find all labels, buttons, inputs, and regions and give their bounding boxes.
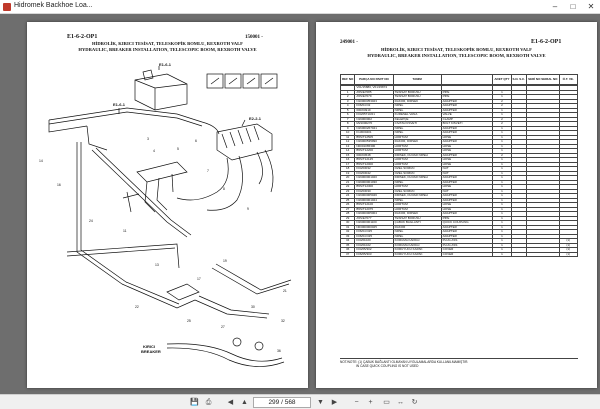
svg-text:27: 27 <box>221 325 225 329</box>
svg-text:16: 16 <box>57 183 61 187</box>
page-title-en: HYDRAULIC, BREAKER INSTALLATION, TELESCO… <box>78 47 257 52</box>
table-cell <box>526 251 560 257</box>
prev-page-icon[interactable]: ◀ <box>227 399 234 406</box>
svg-text:4: 4 <box>153 149 155 153</box>
last-page-icon[interactable]: ▶ <box>331 399 338 406</box>
table-cell: KORUYUCU KAPAK <box>392 251 442 257</box>
page-code: E1-6-2-OP1 <box>531 39 562 45</box>
svg-text:19: 19 <box>223 259 227 263</box>
page-ref: 150001 - <box>245 35 263 40</box>
hydraulic-diagram: 14 16 24 3 4 5 6 7 8 9 11 13 17 19 21 22 25 27 30 32 3… <box>39 66 292 367</box>
table-cell: F06/05/303 <box>354 251 394 257</box>
page-title-tr: HİDROLİK, KIRICI TESİSAT, TELESKOPİK BOM… <box>381 47 532 52</box>
ref-label-e221: E2-2-1 <box>249 116 262 121</box>
ref-label-e161-left: E1-6-1 <box>113 102 126 107</box>
svg-text:17: 17 <box>197 277 201 281</box>
table-header-row: REF NO PARÇA NO PART NO TANIM ADET QTY S… <box>339 74 579 85</box>
table-cell <box>558 84 579 86</box>
col-header: Ö.T. VE. <box>558 74 579 85</box>
svg-text:7: 7 <box>207 169 209 173</box>
pdf-app-icon <box>3 3 11 11</box>
ref-label-e161-top: E1-6-1 <box>159 62 172 67</box>
table-cell: 37 <box>339 251 356 257</box>
page-ref: 249001 - <box>340 40 358 45</box>
svg-text:11: 11 <box>123 229 127 233</box>
col-header: SERİ NO SERIAL NO <box>526 74 560 85</box>
svg-text:5: 5 <box>177 147 179 151</box>
fit-width-icon[interactable]: ↔ <box>397 399 404 406</box>
parts-table: REF NO PARÇA NO PART NO TANIM ADET QTY S… <box>339 74 579 257</box>
svg-text:14: 14 <box>39 159 43 163</box>
zoom-in-icon[interactable]: + <box>368 399 373 406</box>
print-icon[interactable]: ⎙ <box>205 399 212 406</box>
svg-text:30: 30 <box>251 305 255 309</box>
table-cell <box>392 84 442 86</box>
table-cell <box>354 84 394 86</box>
table-cell <box>339 84 356 86</box>
svg-text:6: 6 <box>195 139 197 143</box>
maximize-button[interactable]: □ <box>570 2 576 11</box>
window-titlebar: Hidromek Backhoe Loa... – □ ✕ <box>0 0 600 14</box>
note-text-en: IN CASE QUICK COUPLING IS NOT USED <box>356 364 419 369</box>
next-page-icon[interactable]: ▼ <box>317 399 324 406</box>
svg-text:36: 36 <box>277 349 281 353</box>
fit-page-icon[interactable]: ▭ <box>383 399 390 406</box>
page-number-input[interactable]: 299 / 568 <box>253 397 311 408</box>
svg-text:24: 24 <box>89 219 93 223</box>
left-page: E1-6-2-OP1 150001 - HİDROLİK, KIRICI TES… <box>27 22 308 388</box>
svg-text:9: 9 <box>247 207 249 211</box>
svg-text:13: 13 <box>155 263 159 267</box>
col-header: PARÇA NO PART NO <box>354 74 394 85</box>
note-label: NOT/NOTE: <box>340 360 358 364</box>
up-page-icon[interactable]: ▲ <box>241 399 248 406</box>
right-page: 249001 - E1-6-2-OP1 HİDROLİK, KIRICI TES… <box>316 22 597 388</box>
col-header <box>440 74 494 85</box>
svg-text:3: 3 <box>147 137 149 141</box>
col-header: REF NO <box>339 74 356 85</box>
save-icon[interactable]: 💾 <box>190 399 199 406</box>
breaker-label-tr: KIRICI <box>143 344 155 349</box>
svg-text:32: 32 <box>281 319 285 323</box>
document-viewer[interactable]: E1-6-2-OP1 150001 - HİDROLİK, KIRICI TES… <box>0 14 600 394</box>
svg-text:21: 21 <box>283 289 287 293</box>
table-cell: (1) <box>558 251 579 257</box>
table-cell <box>492 84 512 86</box>
table-cell: 1 <box>492 251 512 257</box>
footnote: NOT/NOTE: (1) ÇABUK BAĞLANTI OLMAYAN UYG… <box>340 358 578 368</box>
col-header: S.N. S.C. <box>510 74 528 85</box>
svg-text:22: 22 <box>135 305 139 309</box>
zoom-out-icon[interactable]: − <box>354 399 359 406</box>
rotate-icon[interactable]: ↻ <box>411 399 418 406</box>
breaker-label-en: BREAKER <box>141 349 161 354</box>
window-title: Hidromek Backhoe Loa... <box>14 2 93 9</box>
minimize-button[interactable]: – <box>552 2 558 11</box>
svg-text:25: 25 <box>187 319 191 323</box>
col-header: TANIM <box>392 74 442 85</box>
page-title-tr: HİDROLİK, KIRICI TESİSAT, TELESKOPİK BOM… <box>92 41 243 46</box>
table-cell: COVER <box>440 251 494 257</box>
note-text-tr: (1) ÇABUK BAĞLANTI OLMAYAN UYGULAMALARDA… <box>358 360 469 364</box>
page-title-en: HYDRAULIC, BREAKER INSTALLATION, TELESCO… <box>367 53 546 58</box>
bottom-toolbar: 💾 ⎙ ◀ ▲ 299 / 568 ▼ ▶ − + ▭ ↔ ↻ <box>0 394 600 409</box>
page-code: E1-6-2-OP1 <box>67 34 98 40</box>
table-cell <box>510 251 528 257</box>
table-row <box>339 84 579 86</box>
close-button[interactable]: ✕ <box>587 2 595 11</box>
col-header: ADET QTY <box>492 74 512 85</box>
svg-text:8: 8 <box>223 187 225 191</box>
